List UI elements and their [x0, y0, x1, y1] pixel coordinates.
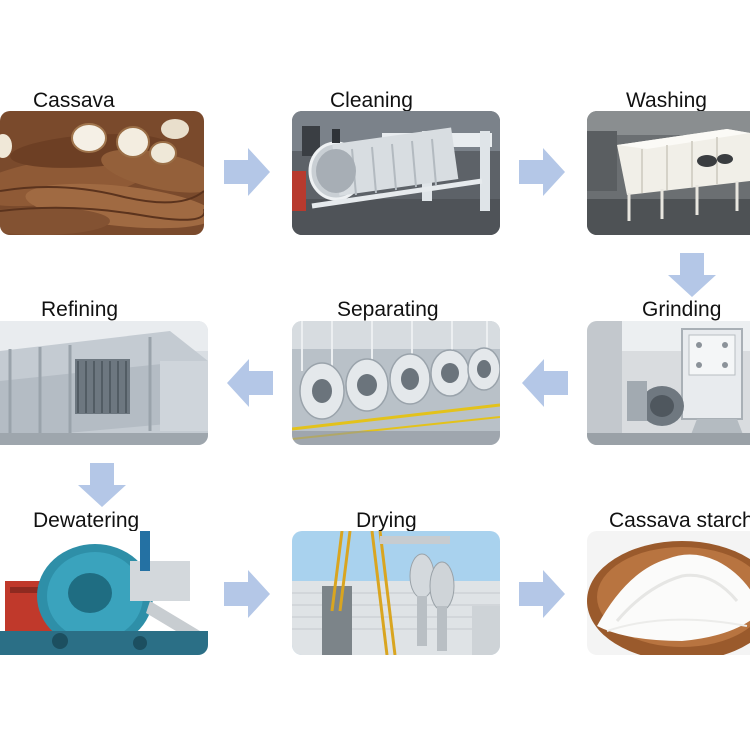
step-label-drying: Drying — [356, 509, 417, 532]
peeler-centrifuge-photo — [0, 531, 208, 655]
step-label-dewatering: Dewatering — [33, 509, 140, 532]
flow-arrow-left — [227, 359, 273, 407]
step-label-cleaning: Cleaning — [330, 89, 413, 112]
flow-arrow-right — [224, 570, 270, 618]
cassava-roots-photo — [0, 111, 204, 235]
step-label-separating: Separating — [337, 298, 439, 321]
step-label-refining: Refining — [41, 298, 119, 321]
flow-arrow-right — [519, 570, 565, 618]
flow-arrow-left — [522, 359, 568, 407]
rotary-drum-cleaner-photo — [292, 111, 500, 235]
flow-arrow-right — [224, 148, 270, 196]
flash-dryer-tower-photo — [292, 531, 500, 655]
refining-drum-sieve-photo — [0, 321, 208, 445]
step-label-cassava: Cassava — [33, 89, 115, 112]
flow-arrow-down — [668, 253, 716, 297]
starch-powder-bowl-photo — [587, 531, 750, 655]
step-label-washing: Washing — [626, 89, 707, 112]
flow-arrow-right — [519, 148, 565, 196]
step-label-grinding: Grinding — [642, 298, 722, 321]
centrifugal-sieve-row-photo — [292, 321, 500, 445]
washing-tank-machine-photo — [587, 111, 750, 235]
step-label-cassava-starch: Cassava starch — [609, 510, 750, 531]
grinding-rasper-machine-photo — [587, 321, 750, 445]
flow-arrow-down — [78, 463, 126, 507]
